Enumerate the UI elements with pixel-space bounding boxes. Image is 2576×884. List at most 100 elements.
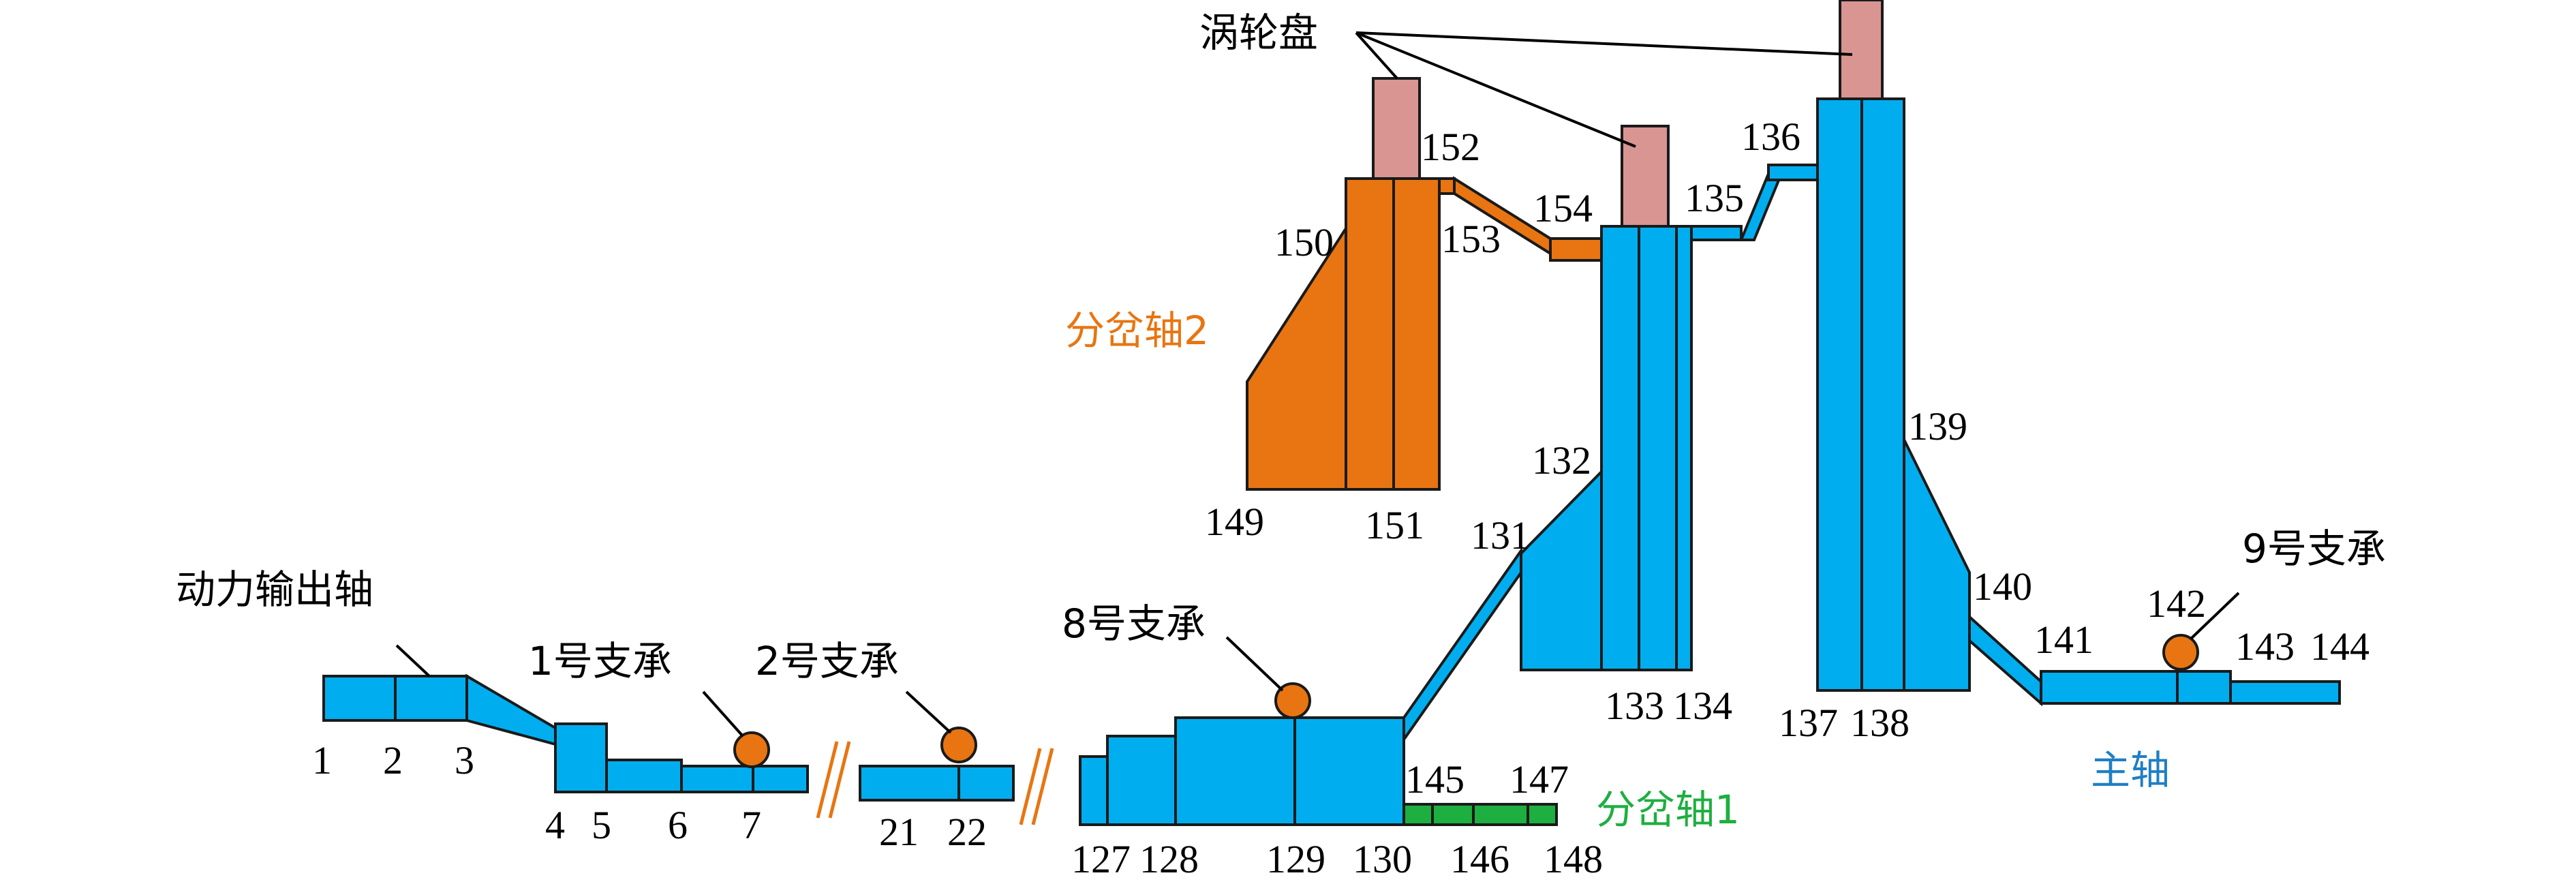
node-133: 133 <box>1605 684 1664 728</box>
node-135: 135 <box>1685 176 1744 220</box>
element-133-a <box>1600 225 1640 671</box>
node-144: 144 <box>2310 624 2370 669</box>
node-142: 142 <box>2147 581 2206 626</box>
node-128: 128 <box>1139 837 1199 881</box>
node-137: 137 <box>1779 701 1838 745</box>
element-22 <box>957 765 1015 802</box>
middle-turbine-column <box>1520 125 1819 671</box>
node-140: 140 <box>1973 564 2032 609</box>
leader-disk-right <box>1355 31 1853 56</box>
node-6: 6 <box>668 803 688 847</box>
leader-bearing-1 <box>702 690 744 737</box>
label-branch-shaft-2: 分岔轴2 <box>1065 307 1209 354</box>
node-152: 152 <box>1421 125 1480 169</box>
element-3-4-cone <box>465 673 557 746</box>
label-main-shaft: 主轴 <box>2091 747 2170 793</box>
branch1-element-3 <box>1472 803 1529 826</box>
node-3: 3 <box>455 738 474 782</box>
leader-disk-middle <box>1355 31 1636 148</box>
leader-bearing-9 <box>2190 592 2240 640</box>
label-branch-shaft-1: 分岔轴1 <box>1596 787 1740 833</box>
element-129-b <box>1293 716 1405 826</box>
node-130: 130 <box>1353 837 1412 881</box>
node-143: 143 <box>2235 624 2295 669</box>
element-137 <box>1816 97 1863 692</box>
bearing-9-ball <box>2162 634 2199 671</box>
node-148: 148 <box>1544 837 1603 881</box>
branch2-element-149-150 <box>1246 224 1347 491</box>
node-132: 132 <box>1532 438 1591 483</box>
element-135 <box>1690 225 1743 241</box>
main-shaft-middle <box>1079 546 1522 826</box>
node-1: 1 <box>312 738 332 782</box>
element-128 <box>1106 735 1177 826</box>
node-2: 2 <box>383 738 403 782</box>
leader-bearing-8 <box>1225 636 1284 692</box>
element-131-132-cone <box>1520 468 1603 671</box>
node-147: 147 <box>1509 757 1569 802</box>
branch-shaft-2 <box>1246 77 1603 491</box>
element-129-a <box>1174 716 1296 826</box>
node-146: 146 <box>1450 837 1509 881</box>
leader-disk-left <box>1355 31 1398 80</box>
element-6-7 <box>680 765 754 793</box>
branch2-element-151 <box>1392 177 1441 491</box>
node-150: 150 <box>1274 220 1334 264</box>
node-136: 136 <box>1741 115 1800 159</box>
element-138 <box>1860 97 1905 692</box>
label-bearing-8: 8号支承 <box>1062 600 1206 647</box>
branch1-element-1 <box>1402 803 1434 826</box>
element-133-b <box>1638 225 1678 671</box>
turbine-disk-right <box>1839 0 1884 100</box>
label-bearing-1: 1号支承 <box>528 638 672 684</box>
branch-shaft-1 <box>1402 803 1558 826</box>
element-5-6 <box>605 759 683 793</box>
shaft-break-mark-1 <box>816 741 851 819</box>
element-4-5 <box>554 722 608 793</box>
label-bearing-2: 2号支承 <box>755 638 899 684</box>
element-1-2 <box>322 675 397 722</box>
node-154: 154 <box>1533 186 1593 230</box>
node-139: 139 <box>1908 404 1967 448</box>
element-21 <box>859 765 960 802</box>
element-142-143 <box>2176 670 2232 705</box>
branch2-element-154 <box>1549 237 1603 262</box>
element-139 <box>1903 99 1971 692</box>
bearing-1-ball <box>733 731 770 768</box>
node-21: 21 <box>879 810 919 854</box>
label-turbine-disk: 涡轮盘 <box>1199 10 1318 56</box>
node-134: 134 <box>1673 684 1732 728</box>
turbine-disk-middle <box>1621 125 1670 228</box>
node-153: 153 <box>1441 217 1501 261</box>
element-130-131-cone <box>1402 546 1522 744</box>
node-5: 5 <box>592 803 611 847</box>
element-2-3 <box>394 675 468 722</box>
node-138: 138 <box>1850 701 1910 745</box>
element-135-136-link <box>1739 172 1783 241</box>
node-131: 131 <box>1471 513 1530 558</box>
node-129: 129 <box>1266 837 1325 881</box>
node-7: 7 <box>741 803 761 847</box>
node-151: 151 <box>1365 503 1424 547</box>
node-145: 145 <box>1405 757 1465 802</box>
bearing-2-ball <box>940 727 977 763</box>
element-7-end <box>752 765 809 793</box>
segment-21-22 <box>859 765 1015 802</box>
branch2-element-152 <box>1438 177 1456 195</box>
element-143-144 <box>2229 680 2341 705</box>
element-127 <box>1079 755 1109 826</box>
node-141: 141 <box>2034 618 2094 662</box>
label-bearing-9: 9号支承 <box>2242 525 2386 572</box>
power-output-section <box>322 673 809 793</box>
turbine-disk-left <box>1372 77 1421 180</box>
element-140-141-cone <box>1968 613 2042 707</box>
label-power-output-shaft: 动力输出轴 <box>176 566 373 613</box>
node-4: 4 <box>545 803 565 847</box>
leader-bearing-2 <box>905 690 952 734</box>
node-127: 127 <box>1071 837 1131 881</box>
right-turbine-column <box>1816 0 2341 707</box>
branch2-element-150 <box>1345 177 1395 491</box>
leader-power-output <box>395 644 431 677</box>
